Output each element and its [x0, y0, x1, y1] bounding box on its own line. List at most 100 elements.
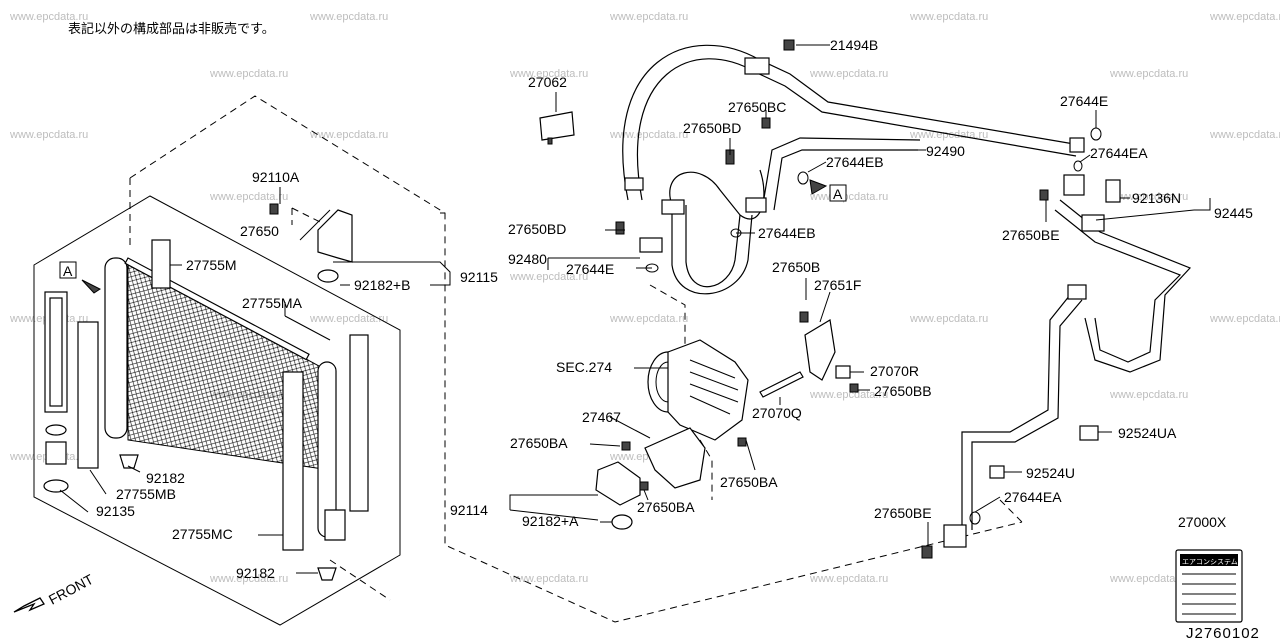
watermark: www.epcdata.ru — [1209, 11, 1280, 23]
seal-27755mc — [282, 371, 304, 551]
bracket-27651f-body — [804, 319, 836, 381]
part-label[interactable]: 92490 — [926, 143, 965, 159]
bolt-27650bd-2 — [615, 221, 625, 235]
part-label[interactable]: 92445 — [1214, 205, 1253, 221]
condenser-left-tank — [104, 257, 128, 439]
bracket-27651f[interactable] — [759, 311, 859, 398]
relay-27062[interactable] — [539, 111, 575, 145]
sensor-92136n — [1105, 179, 1121, 203]
bolt-27650bb — [849, 383, 859, 393]
part-label[interactable]: 92136N — [1132, 190, 1181, 206]
part-label[interactable]: 92110A — [252, 169, 300, 185]
part-label[interactable]: 92480 — [508, 251, 547, 267]
part-label[interactable]: 27644EA — [1004, 489, 1062, 505]
part-label[interactable]: 27644E — [566, 261, 614, 277]
part-label[interactable]: 27070R — [870, 363, 919, 379]
part-label[interactable]: 27650BB — [874, 383, 932, 399]
part-label[interactable]: 27650B — [772, 259, 820, 275]
part-label[interactable]: 27650BA — [720, 474, 778, 490]
part-label[interactable]: 27650BE — [874, 505, 932, 521]
bracket-assembly[interactable] — [269, 203, 353, 283]
watermark: www.epcdata.ru — [1109, 191, 1188, 203]
front-direction-indicator: FRONT — [13, 571, 96, 613]
watermark: www.epcdata.ru — [509, 271, 588, 283]
bolt-27650be-2 — [921, 545, 933, 559]
part-label[interactable]: 27644EB — [826, 154, 884, 170]
plug — [45, 441, 67, 465]
part-label[interactable]: 27650BD — [683, 120, 741, 136]
part-label[interactable]: 21494B — [830, 37, 878, 53]
watermark: www.epcdata.ru — [609, 313, 688, 325]
watermark: www.epcdata.ru — [909, 129, 988, 141]
o-ring-27644e — [1090, 127, 1102, 141]
clip-92524ua — [1079, 425, 1099, 441]
part-label[interactable]: 92524U — [1026, 465, 1075, 481]
watermark: www.epcdata.ru — [609, 11, 688, 23]
o-ring-92135 — [43, 479, 69, 493]
part-label[interactable]: 27467 — [582, 409, 621, 425]
hose-fitting — [1081, 214, 1105, 232]
part-label[interactable]: 27650BA — [510, 435, 568, 451]
mount-rubber-92182 — [119, 454, 139, 469]
part-label[interactable]: 27070Q — [752, 405, 802, 421]
pipe-92445 — [1059, 199, 1192, 373]
part-label[interactable]: SEC.274 — [556, 359, 612, 375]
watermark: www.epcdata.ru — [9, 11, 88, 23]
hose-assembly[interactable] — [622, 44, 1192, 548]
assembly-outline-lower — [329, 499, 1023, 601]
bolt-27650ba-2 — [737, 437, 747, 447]
pipe-lower — [961, 294, 1071, 530]
condenser-assembly-outline — [129, 95, 1023, 623]
part-label[interactable]: 27650 — [240, 223, 279, 239]
watermark: www.epcdata.ru — [1209, 313, 1280, 325]
part-label[interactable]: 27755MC — [172, 526, 233, 542]
o-ring-27644eb — [797, 171, 809, 185]
part-label[interactable]: 27062 — [528, 74, 567, 90]
part-label[interactable]: 27755MA — [242, 295, 303, 311]
view-marker-label: A — [63, 263, 73, 279]
bolt-27650be — [1039, 189, 1049, 201]
part-label[interactable]: 92182+B — [354, 277, 410, 293]
hose-hardware — [615, 39, 1121, 559]
part-label[interactable]: 92115 — [460, 269, 498, 285]
part-label[interactable]: 27644EA — [1090, 145, 1148, 161]
hose-fitting — [1069, 137, 1085, 153]
part-label[interactable]: 92135 — [96, 503, 135, 519]
part-label[interactable]: 92182+A — [522, 513, 579, 529]
part-label[interactable]: 27650BD — [508, 221, 566, 237]
watermark: www.epcdata.ru — [309, 129, 388, 141]
part-label[interactable]: 27755MB — [116, 486, 176, 502]
watermark: www.epcdata.ru — [809, 389, 888, 401]
compressor[interactable] — [647, 339, 749, 441]
header-note: 表記以外の構成部品は非販売です。 — [68, 21, 275, 37]
part-label[interactable]: 27000X — [1178, 514, 1227, 530]
watermark: www.epcdata.ru — [209, 573, 288, 585]
seal-27755mb — [77, 321, 99, 469]
compressor-ribs — [689, 359, 739, 415]
front-label: FRONT — [46, 571, 96, 608]
part-label[interactable]: 92524UA — [1118, 425, 1177, 441]
leader-lines — [59, 44, 1211, 574]
part-label[interactable]: 27755M — [186, 257, 237, 273]
part-label[interactable]: 92182 — [236, 565, 275, 581]
view-marker-a-hose[interactable]: A — [809, 179, 847, 202]
part-label[interactable]: 27650BE — [1002, 227, 1060, 243]
part-label[interactable]: 92114 — [450, 502, 488, 518]
hose-fitting — [744, 57, 770, 75]
part-label[interactable]: 27651F — [814, 277, 861, 293]
view-marker-a-condenser[interactable]: A — [59, 261, 101, 294]
part-label[interactable]: 92182 — [146, 470, 185, 486]
suction-hose-body — [671, 205, 753, 295]
compressor-group-outline — [649, 284, 713, 500]
part-label[interactable]: 27650BA — [637, 499, 695, 515]
bracket-92115 — [317, 209, 353, 263]
compressor-bracket[interactable] — [595, 427, 747, 530]
watermark: www.epcdata.ru — [1109, 573, 1188, 585]
ac-label-sticker[interactable]: エアコンシステム — [1175, 549, 1243, 623]
part-label[interactable]: 27644EB — [758, 225, 816, 241]
part-label[interactable]: 27644E — [1060, 93, 1108, 109]
part-label[interactable]: 27650BC — [728, 99, 786, 115]
pipe-connector — [324, 509, 346, 541]
watermark: www.epcdata.ru — [609, 129, 688, 141]
condenser-assembly[interactable] — [33, 195, 401, 626]
